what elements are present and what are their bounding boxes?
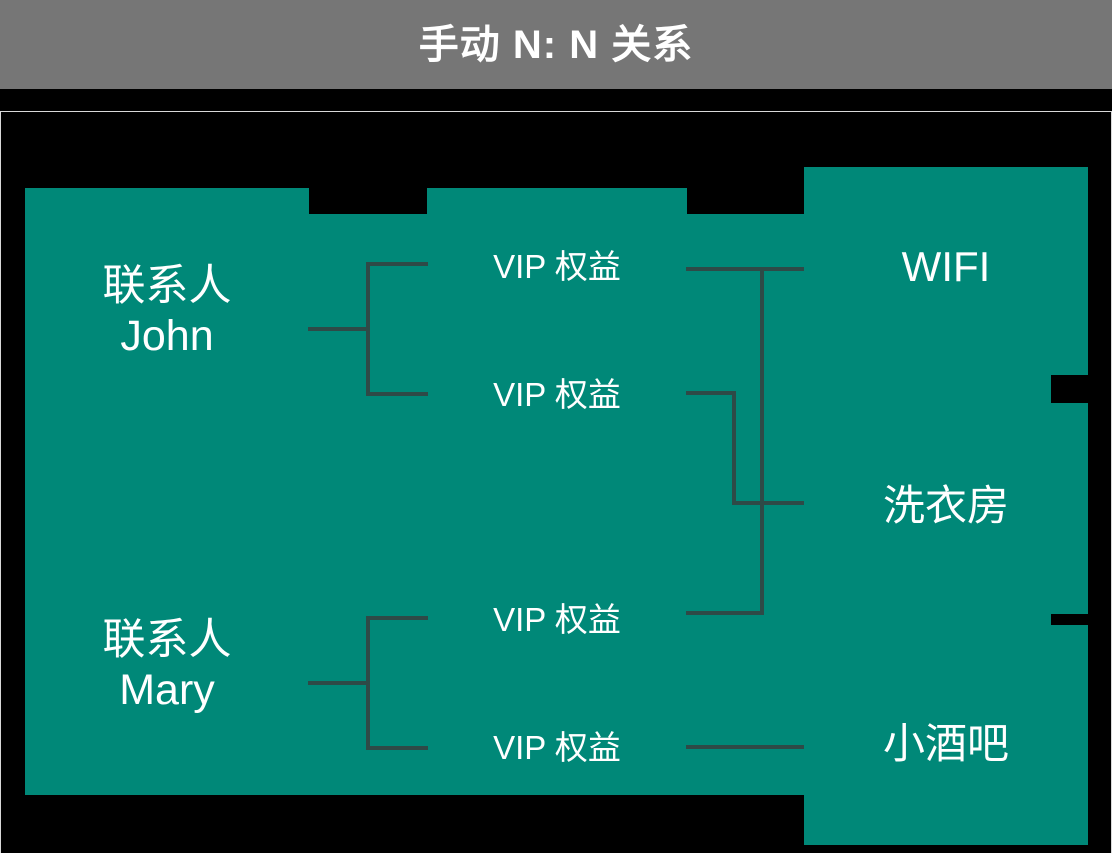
connector-vip2-arm — [686, 391, 736, 395]
connector-mary-to-vip3 — [366, 616, 428, 620]
connector-wifi-trunk — [760, 267, 764, 615]
block-vip-column — [309, 214, 687, 795]
block-resource-wifi[interactable] — [804, 167, 1088, 375]
connector-john-bracket-vertical — [366, 262, 370, 396]
header-bar: 手动 N: N 关系 — [0, 0, 1112, 89]
block-resource-bar[interactable] — [804, 625, 1088, 845]
block-vip-top-tab — [427, 188, 687, 214]
block-resource-laundry[interactable] — [804, 403, 1088, 614]
page-title: 手动 N: N 关系 — [418, 22, 694, 67]
connector-vip2-drop — [732, 391, 736, 505]
connector-mary-to-vip4 — [366, 746, 428, 750]
connector-john-to-vip1 — [366, 262, 428, 266]
block-contact-mary[interactable] — [25, 425, 309, 795]
connector-vip1-arm — [686, 267, 804, 271]
connector-vip3-arm — [686, 611, 764, 615]
diagram-canvas: 联系人 John 联系人 Mary VIP 权益 VIP 权益 VIP 权益 V… — [0, 89, 1112, 853]
diagram-frame: 联系人 John 联系人 Mary VIP 权益 VIP 权益 VIP 权益 V… — [0, 111, 1112, 853]
connector-john-stem — [308, 327, 369, 331]
connector-mary-stem — [308, 681, 369, 685]
connector-vip4-to-bar — [686, 745, 804, 749]
connector-mary-bracket-vertical — [366, 616, 370, 750]
connector-john-to-vip2 — [366, 392, 428, 396]
connector-laundry-arm — [732, 501, 804, 505]
